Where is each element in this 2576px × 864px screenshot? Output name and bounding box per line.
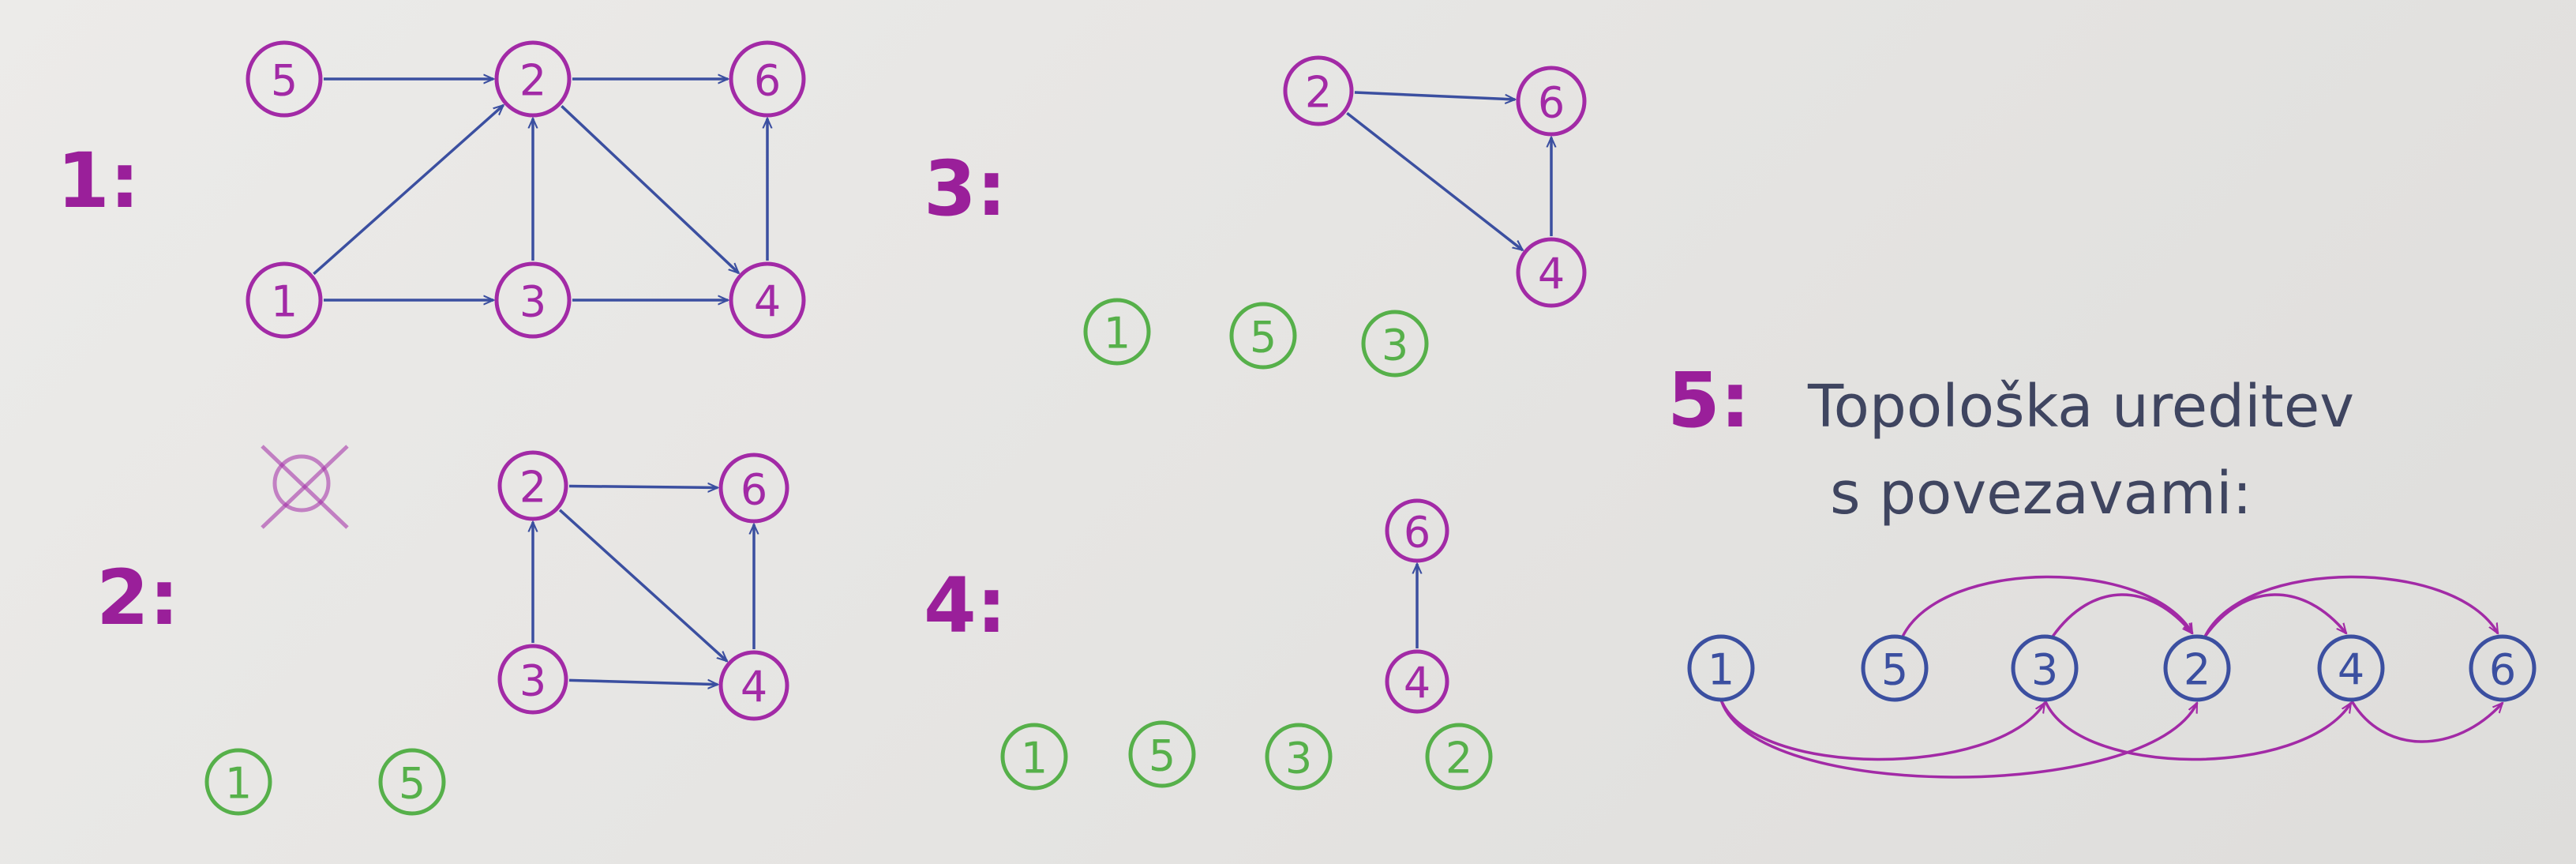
order-node-4-label: 4 <box>2338 645 2364 695</box>
step-2-node-2: 2 <box>497 450 568 521</box>
step-1-node-2: 2 <box>494 40 572 118</box>
step-1-node-2-label: 2 <box>519 56 546 106</box>
step-3-removed-node-3-label: 3 <box>1382 321 1408 370</box>
step-1-node-3: 3 <box>494 261 572 339</box>
caption-line-1: Topološka ureditev <box>1807 373 2354 441</box>
order-node-6-label: 6 <box>2489 645 2516 695</box>
step-4-node-6: 6 <box>1385 498 1449 563</box>
step-3-node-6: 6 <box>1516 66 1587 137</box>
step-1-edge-1-2 <box>313 105 503 276</box>
step-3-removed-node-1: 1 <box>1083 298 1151 366</box>
step-1-node-1-label: 1 <box>271 277 298 327</box>
step-3-node-2: 2 <box>1283 55 1354 126</box>
order-edge-2-6 <box>2203 575 2499 637</box>
order-node-4: 4 <box>2317 634 2385 702</box>
order-edge-5-2 <box>1901 575 2194 637</box>
step-1-node-1: 1 <box>246 261 323 339</box>
order-edge-2-4 <box>2203 593 2346 638</box>
order-edge-3-4 <box>2043 699 2353 761</box>
step-3-node-2-label: 2 <box>1305 68 1332 118</box>
step-4-node-4: 4 <box>1385 649 1449 714</box>
caption-line-2: s povezavami: <box>1830 460 2252 528</box>
step-2-removed-node-5-label: 5 <box>399 759 426 809</box>
order-node-5: 5 <box>1861 634 1929 702</box>
step-4-removed-node-5-label: 5 <box>1149 731 1176 781</box>
step-4-removed-node-3: 3 <box>1265 723 1333 791</box>
order-edge-1-2 <box>1719 699 2199 779</box>
step-2-edge-2-4 <box>558 509 727 661</box>
step-2-node-2-label: 2 <box>519 463 546 513</box>
order-node-2-label: 2 <box>2184 645 2210 695</box>
step-1-node-5-label: 5 <box>271 56 298 106</box>
step-1-node-6-label: 6 <box>754 56 781 106</box>
step-3-node-4: 4 <box>1516 237 1587 308</box>
order-node-6: 6 <box>2469 634 2537 702</box>
step-5-label: 5: <box>1667 356 1750 445</box>
step-4-label: 4: <box>924 562 1007 650</box>
step-4-removed-node-2: 2 <box>1425 723 1493 791</box>
step-1-edge-2-4 <box>561 105 738 272</box>
order-node-1: 1 <box>1687 634 1755 702</box>
step-4-removed-node-3-label: 3 <box>1285 734 1312 783</box>
step-3-node-4-label: 4 <box>1538 250 1565 299</box>
step-2-node-3-label: 3 <box>519 656 546 706</box>
step-1-node-3-label: 3 <box>519 277 546 327</box>
step-2-node-6-label: 6 <box>741 465 767 515</box>
step-2-label: 2: <box>96 554 179 642</box>
order-node-3: 3 <box>2011 634 2079 702</box>
step-1-node-5: 5 <box>246 40 323 118</box>
order-node-3-label: 3 <box>2031 645 2058 695</box>
order-edge-4-6 <box>2349 699 2503 743</box>
step-3-node-6-label: 6 <box>1538 78 1565 128</box>
step-3-removed-node-5: 5 <box>1229 302 1297 370</box>
crossed-node <box>261 445 349 529</box>
step-4-removed-node-1: 1 <box>1000 723 1068 791</box>
step-4-removed-node-2-label: 2 <box>1445 734 1472 783</box>
step-4-node-4-label: 4 <box>1404 659 1430 708</box>
step-1-label: 1: <box>57 137 140 225</box>
step-2-node-4-label: 4 <box>741 663 767 712</box>
step-3-removed-node-5-label: 5 <box>1250 313 1277 363</box>
step-3-edge-2-4 <box>1346 111 1522 250</box>
step-3-removed-node-3: 3 <box>1361 310 1429 378</box>
step-2-node-4: 4 <box>718 650 789 721</box>
step-1-node-4: 4 <box>729 261 806 339</box>
step-3-removed-node-1-label: 1 <box>1104 309 1131 359</box>
order-node-2: 2 <box>2163 634 2231 702</box>
order-edge-3-2 <box>2051 593 2192 638</box>
step-1-node-4-label: 4 <box>754 277 781 327</box>
step-2-node-3: 3 <box>497 644 568 715</box>
order-edge-1-3 <box>1719 699 2046 761</box>
step-4-removed-node-5: 5 <box>1128 720 1196 788</box>
step-2-edge-2-6 <box>568 486 718 487</box>
step-2-node-6: 6 <box>718 453 789 524</box>
step-4-removed-node-1-label: 1 <box>1021 734 1048 783</box>
step-2-removed-node-1-label: 1 <box>225 759 252 809</box>
step-4-node-6-label: 6 <box>1404 508 1430 558</box>
order-node-5-label: 5 <box>1881 645 1908 695</box>
step-1-node-6: 6 <box>729 40 806 118</box>
order-node-1-label: 1 <box>1708 645 1734 695</box>
step-3-label: 3: <box>924 145 1007 233</box>
step-2-removed-node-1: 1 <box>204 748 272 816</box>
step-2-edge-3-4 <box>568 678 718 684</box>
step-3-edge-2-6 <box>1354 91 1515 100</box>
step-2-removed-node-5: 5 <box>378 748 446 816</box>
